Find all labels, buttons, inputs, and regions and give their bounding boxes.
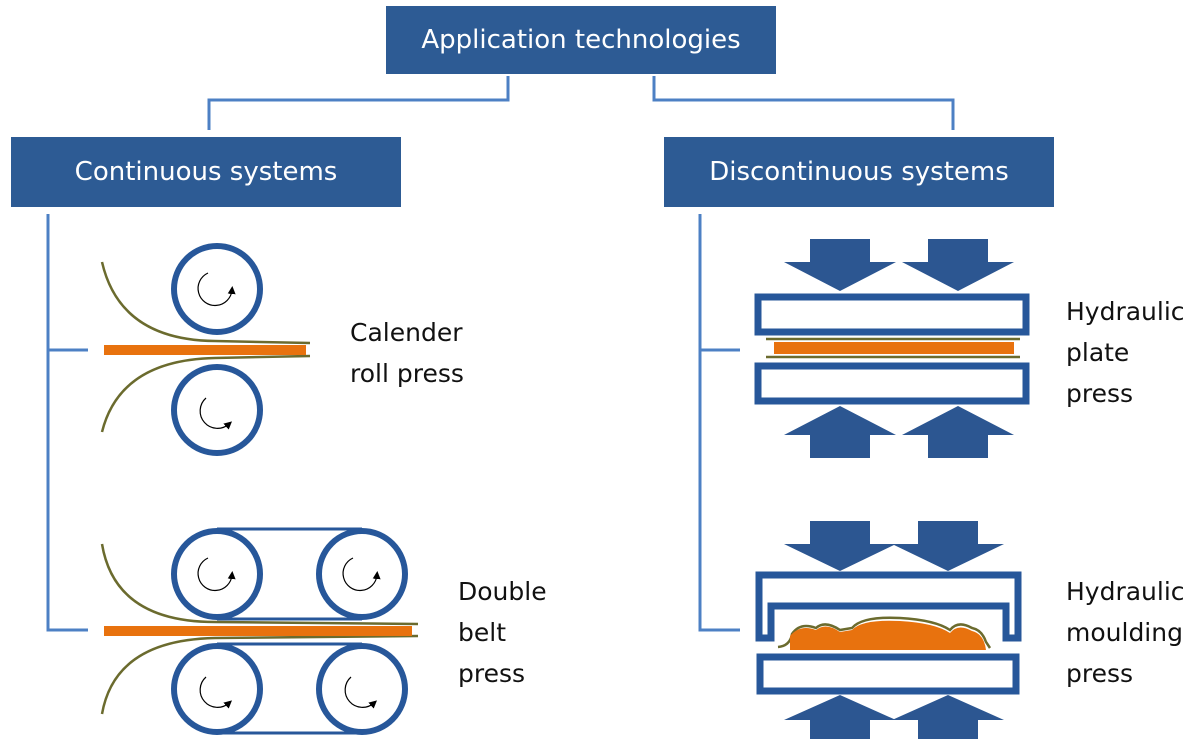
upper-film [100, 543, 419, 626]
calender-roll-press-illustration [100, 243, 311, 456]
hydraulic-moulding-press-illustration [755, 521, 1022, 739]
material-strip [104, 345, 306, 355]
down-arrow-icon [784, 521, 896, 571]
rotation-arrow-icon [342, 557, 381, 592]
rotation-arrow-icon [197, 557, 236, 592]
lower-right-roll [316, 643, 408, 735]
discontinuous-branch-line [698, 214, 740, 632]
lower-left-roll [171, 643, 263, 735]
upper-roll [171, 243, 263, 335]
double-belt-press-illustration [100, 527, 419, 735]
continuous-box: Continuous systems [11, 137, 401, 207]
up-arrow-icon [902, 406, 1014, 458]
upper-film [100, 261, 311, 345]
material-strip [104, 626, 412, 636]
upper-left-roll [171, 528, 263, 620]
rotation-arrow-icon [199, 676, 233, 709]
up-arrow-icon [892, 695, 1004, 739]
root-connectors [207, 76, 955, 130]
lower-roll [171, 364, 263, 456]
root-title: Application technologies [421, 25, 740, 55]
discontinuous-box: Discontinuous systems [664, 137, 1054, 207]
up-arrow-icon [784, 695, 896, 739]
lower-film [100, 634, 419, 715]
rotation-arrow-icon [199, 397, 233, 430]
upper-plate [754, 293, 1030, 336]
moulding-press-label: Hydraulic moulding press [1066, 577, 1193, 688]
down-arrow-icon [892, 521, 1004, 571]
material-sheet [774, 342, 1014, 354]
lower-film [100, 354, 311, 433]
discontinuous-title: Discontinuous systems [709, 157, 1009, 187]
hydraulic-plate-press-illustration [754, 239, 1030, 458]
up-arrow-icon [784, 406, 896, 458]
down-arrow-icon [902, 239, 1014, 291]
lower-plate [754, 362, 1030, 405]
lower-plate [756, 653, 1020, 695]
calender-label: Calender roll press [350, 318, 470, 388]
moulded-part [790, 620, 986, 650]
root-box: Application technologies [386, 6, 776, 74]
continuous-title: Continuous systems [75, 157, 338, 187]
rotation-arrow-icon [344, 676, 378, 709]
rotation-arrow-icon [197, 272, 236, 307]
double-belt-label: Double belt press [458, 577, 555, 688]
down-arrow-icon [784, 239, 896, 291]
upper-right-roll [316, 528, 408, 620]
upper-mould [755, 571, 1022, 642]
continuous-branch-line [46, 214, 88, 632]
plate-press-label: Hydraulic plate press [1066, 297, 1193, 408]
